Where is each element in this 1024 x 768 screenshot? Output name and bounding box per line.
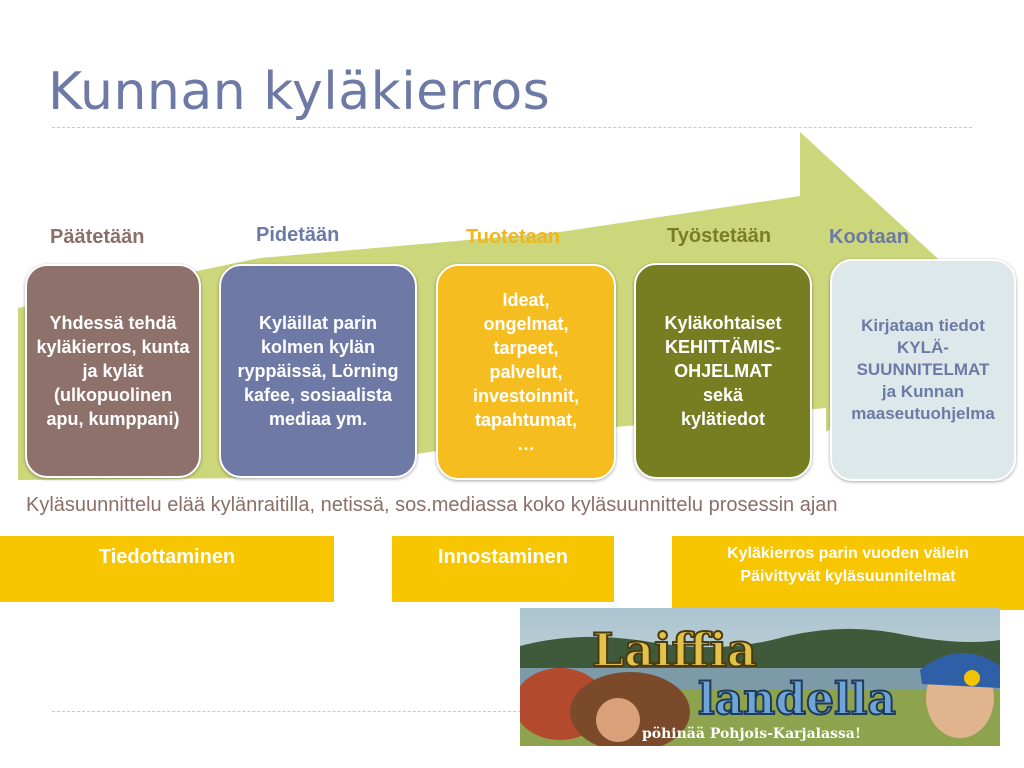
step-label-decide: Päätetään xyxy=(50,226,145,248)
step-box-compile: Kirjataan tiedot KYLÄ- SUUNNITELMAT ja K… xyxy=(830,259,1016,481)
slide-title: Kunnan kyläkierros xyxy=(48,62,551,122)
process-note: Kyläsuunnittelu elää kylänraitilla, neti… xyxy=(26,494,838,516)
step-label-compile: Kootaan xyxy=(829,226,909,248)
informing-bar: Tiedottaminen xyxy=(0,536,334,602)
step-box-hold: Kyläillat parin kolmen kylän ryppäissä, … xyxy=(219,264,417,478)
banner-tagline: pöhinää Pohjois-Karjalassa! xyxy=(642,726,861,742)
step-label-process: Työstetään xyxy=(667,225,772,247)
title-divider xyxy=(52,127,972,128)
step-box-process: Kyläkohtaiset KEHITTÄMIS- OHJELMAT sekä … xyxy=(634,263,812,479)
banner-title-line1: Laiffia xyxy=(592,623,757,677)
cycle-bar-line2: Päivittyvät kyläsuunnitelmat xyxy=(740,568,956,585)
banner-image: Laiffia landella pöhinää Pohjois-Karjala… xyxy=(520,608,1000,746)
step-label-produce: Tuotetaan xyxy=(466,226,561,248)
laiffia-landella-banner: Laiffia landella pöhinää Pohjois-Karjala… xyxy=(520,608,1000,746)
step-label-hold: Pidetään xyxy=(256,224,340,246)
cycle-bar-line1: Kyläkierros parin vuoden välein xyxy=(727,545,969,562)
step-box-decide: Yhdessä tehdä kyläkierros, kunta ja kylä… xyxy=(25,264,201,478)
banner-title-line2: landella xyxy=(698,674,896,725)
inspiring-bar: Innostaminen xyxy=(392,536,614,602)
cycle-bar: Kyläkierros parin vuoden välein Päivitty… xyxy=(672,536,1024,610)
footer-divider xyxy=(52,711,972,712)
step-box-produce: Ideat, ongelmat, tarpeet, palvelut, inve… xyxy=(436,264,616,480)
